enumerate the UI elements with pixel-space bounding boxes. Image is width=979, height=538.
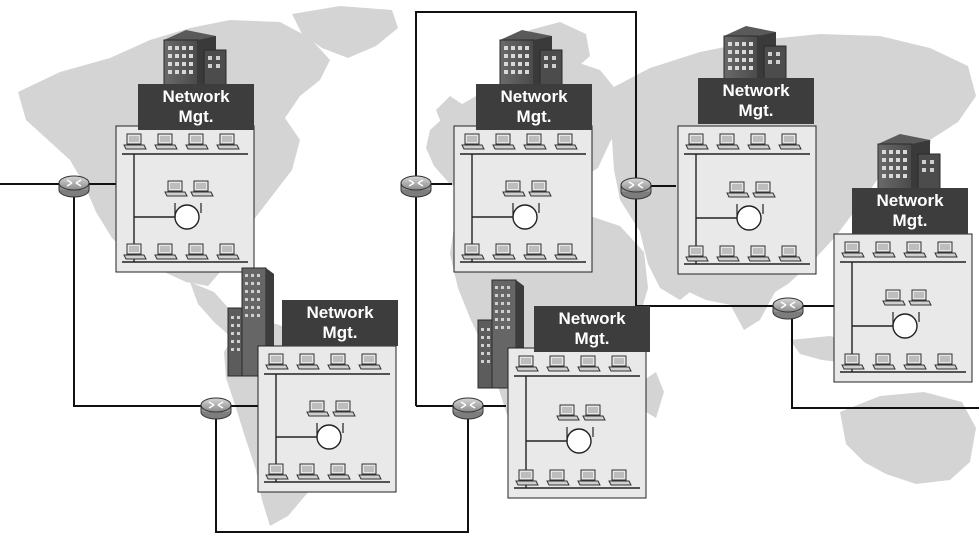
lan-switch-icon [512, 204, 538, 230]
network-mgt-label: Network Mgt. [698, 78, 814, 124]
router-icon [200, 397, 232, 420]
link-sa-router-down-loop [215, 406, 469, 533]
link-loop-left [415, 11, 786, 406]
site-site-asia [677, 25, 817, 275]
network-mgt-label: Network Mgt. [534, 306, 650, 352]
lan-switch-icon [566, 428, 592, 454]
router-icon [452, 397, 484, 420]
label-line-2: Mgt. [892, 211, 928, 230]
link-na-router-to-sa-router [73, 184, 258, 407]
router-icon [620, 177, 652, 200]
label-line-1: Network [500, 87, 568, 106]
map-greenland [292, 6, 398, 58]
label-line-1: Network [306, 303, 374, 322]
label-line-1: Network [558, 309, 626, 328]
network-mgt-label: Network Mgt. [852, 188, 968, 234]
router-icon [58, 175, 90, 198]
label-line-2: Mgt. [738, 101, 774, 120]
label-line-1: Network [722, 81, 790, 100]
label-line-1: Network [876, 191, 944, 210]
map-uk [436, 96, 462, 130]
site-site-africa [477, 279, 647, 499]
lan-switch-icon [736, 205, 762, 231]
network-mgt-label: Network Mgt. [138, 84, 254, 130]
lan-switch-icon [892, 313, 918, 339]
network-mgt-label: Network Mgt. [476, 84, 592, 130]
site-site-europe [453, 29, 593, 273]
link-sea-router-to-east [791, 318, 979, 409]
site-site-north-america [115, 29, 255, 273]
label-line-2: Mgt. [574, 329, 610, 348]
lan-switch-icon [174, 204, 200, 230]
label-line-1: Network [162, 87, 230, 106]
label-line-2: Mgt. [516, 107, 552, 126]
label-line-2: Mgt. [178, 107, 214, 126]
lan-switch-icon [316, 424, 342, 450]
label-line-2: Mgt. [322, 323, 358, 342]
site-site-southeast-asia [833, 133, 973, 383]
site-site-south-america [227, 267, 397, 493]
map-australia [840, 392, 976, 484]
router-icon [400, 175, 432, 198]
router-icon [772, 297, 804, 320]
network-mgt-label: Network Mgt. [282, 300, 398, 346]
